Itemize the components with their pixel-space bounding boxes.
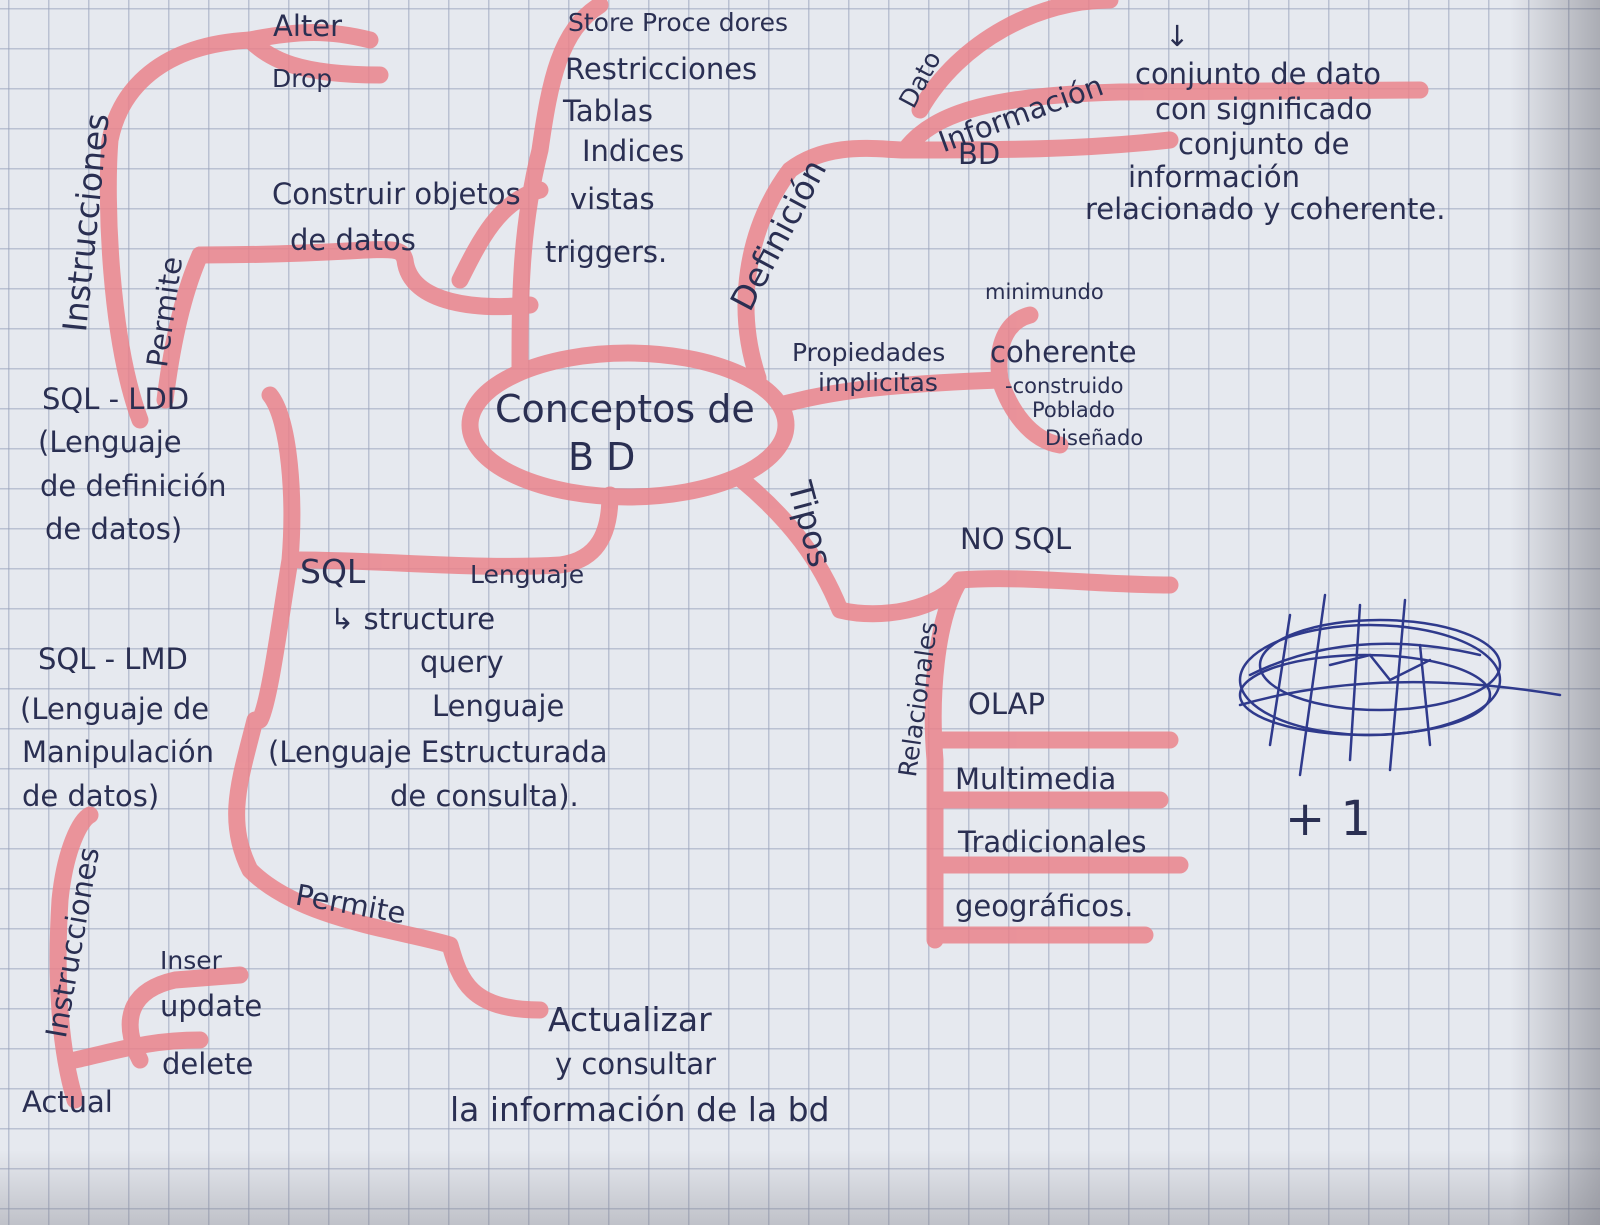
link-nosql <box>951 570 1179 594</box>
object-store-procedures: Store Proce dores <box>568 8 789 37</box>
actualizar-line2: y consultar <box>555 1047 717 1081</box>
link-alter-drop <box>241 24 389 84</box>
object-restricciones: Restricciones <box>565 52 758 86</box>
link-left-bracket <box>251 386 301 729</box>
page-shadow <box>1510 0 1600 1225</box>
actualizar-line3: la información de la bd <box>450 1090 830 1129</box>
propiedad-construido: -construido <box>1005 374 1124 398</box>
link-tipos <box>733 471 969 623</box>
actualizar-line1: Actualizar <box>548 1000 712 1039</box>
signature-scribble <box>1238 593 1562 777</box>
tipo-geograficos: geográficos. <box>955 889 1134 923</box>
center-bubble <box>461 344 795 506</box>
sql-lmd-desc-3: de datos) <box>22 779 160 813</box>
sql-def-structure: ↳ structure <box>330 602 496 636</box>
def-conjunto-info-3: relacionado y coherente. <box>1085 192 1446 226</box>
command-drop: Drop <box>272 64 333 93</box>
propiedades-label-2: implicitas <box>818 368 938 397</box>
link-informacion <box>896 81 1429 159</box>
def-conjunto-info-2: información <box>1128 160 1300 194</box>
sql-lmd-desc-1: (Lenguaje de <box>20 692 210 726</box>
link-top-objects <box>191 241 539 315</box>
link-instrucciones-bottom <box>49 806 99 1109</box>
sql-ldd-title: SQL - LDD <box>42 382 190 416</box>
sql-def-query: query <box>420 645 504 679</box>
propiedad-disenado: Diseñado <box>1045 426 1144 450</box>
construir-line2: de datos <box>290 223 416 257</box>
tipo-multimedia: Multimedia <box>955 762 1117 796</box>
link-instrucciones-top <box>99 31 259 429</box>
sql-ldd-desc-1: (Lenguaje <box>38 425 182 459</box>
sql-ldd-desc-2: de definición <box>40 469 227 503</box>
command-alter: Alter <box>273 9 343 43</box>
sql-def-consulta: de consulta). <box>390 779 579 813</box>
link-definicion <box>737 139 914 387</box>
link-propiedades-items <box>990 306 1069 454</box>
tipo-nosql: NO SQL <box>960 522 1072 556</box>
center-title-line1: Conceptos de <box>495 387 755 431</box>
link-propiedades <box>771 371 1009 414</box>
sql-lmd-title: SQL - LMD <box>38 642 188 676</box>
def-conjunto-dato-2: con significado <box>1155 92 1373 126</box>
propiedad-minimundo: minimundo <box>985 280 1104 304</box>
sql-def-lenguaje: Lenguaje <box>432 689 565 723</box>
link-dato <box>911 0 1119 119</box>
def-bd: BD <box>958 137 1001 171</box>
tipo-olap: OLAP <box>968 687 1045 721</box>
actual-label: Actual <box>22 1085 113 1119</box>
link-lmd-lower <box>228 711 549 1019</box>
link-construir <box>451 181 549 289</box>
sql-def-lenguaje-tag: Lenguaje <box>470 560 585 589</box>
link-dml <box>66 966 249 1069</box>
grade-mark: + 1 <box>1285 791 1372 847</box>
command-update: update <box>160 989 263 1023</box>
link-bd <box>896 131 1179 159</box>
tipo-tradicionales: Tradicionales <box>958 825 1147 859</box>
def-conjunto-info-1: conjunto de <box>1178 127 1350 161</box>
command-insert: Inser <box>160 946 222 975</box>
propiedad-poblado: Poblado <box>1032 398 1115 422</box>
def-arrow: ↓ <box>1165 19 1190 53</box>
object-triggers: triggers. <box>545 235 668 269</box>
construir-line1: Construir objetos <box>272 177 521 211</box>
sql-ldd-desc-3: de datos) <box>45 512 183 546</box>
object-tablas: Tablas <box>563 94 654 128</box>
link-ddl-trunk <box>156 246 209 409</box>
object-indices: Indices <box>582 134 685 168</box>
link-relacionales <box>924 571 969 949</box>
page-bottom-edge <box>0 1150 1600 1225</box>
sql-def-estructurada: (Lenguaje Estructurada <box>268 735 608 769</box>
command-delete: delete <box>162 1047 254 1081</box>
propiedades-label-1: Propiedades <box>792 338 946 367</box>
link-sql <box>291 486 619 575</box>
center-title-line2: B D <box>568 435 636 479</box>
propiedad-coherente: coherente <box>990 335 1137 369</box>
def-conjunto-dato-1: conjunto de dato <box>1135 57 1381 91</box>
sql-lmd-desc-2: Manipulación <box>22 735 214 769</box>
object-vistas: vistas <box>570 182 655 216</box>
sql-def-sql: SQL <box>300 552 366 591</box>
